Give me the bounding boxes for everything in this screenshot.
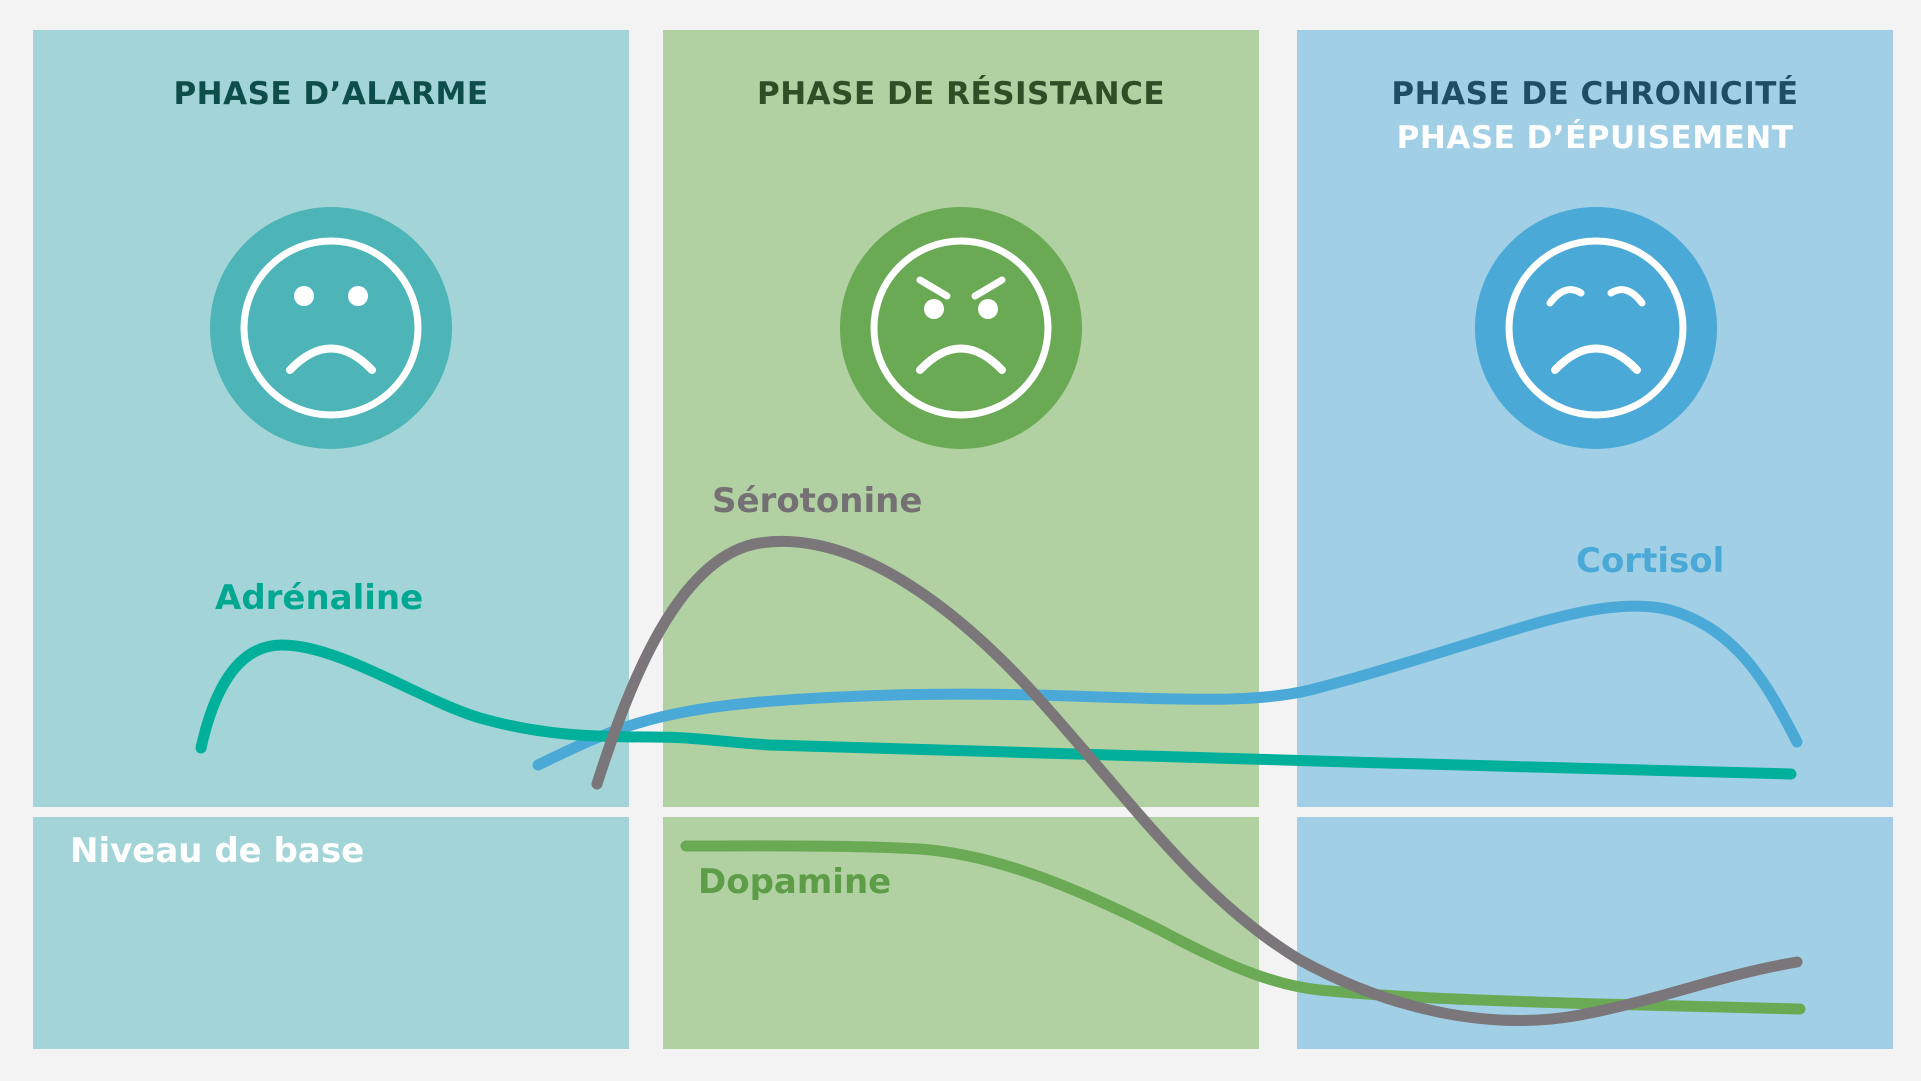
cortisol-curve [532,600,1803,771]
cortisol-label: Cortisol [1576,541,1725,581]
adrenaline-label: Adrénaline [215,578,424,618]
phase-exhaustion-subtitle: PHASE D’ÉPUISEMENT [1396,120,1794,156]
exhausted-face-icon [1475,207,1717,449]
baseline-label: Niveau de base [70,831,365,871]
phase-chronic-title: PHASE DE CHRONICITÉ [1391,76,1799,112]
dopamine-label: Dopamine [698,862,892,902]
phase-alarm-title: PHASE D’ALARME [173,76,489,112]
baseline-separator [0,807,1921,817]
serotonine-label: Sérotonine [712,481,923,521]
phase-resistance-title: PHASE DE RÉSISTANCE [757,76,1165,112]
sad-face-icon [210,207,452,449]
angry-face-icon [840,207,1082,449]
serotonine-curve [591,536,1803,1026]
adrenaline-curve [195,639,1797,780]
panel-alarm-bottom [33,817,629,1049]
